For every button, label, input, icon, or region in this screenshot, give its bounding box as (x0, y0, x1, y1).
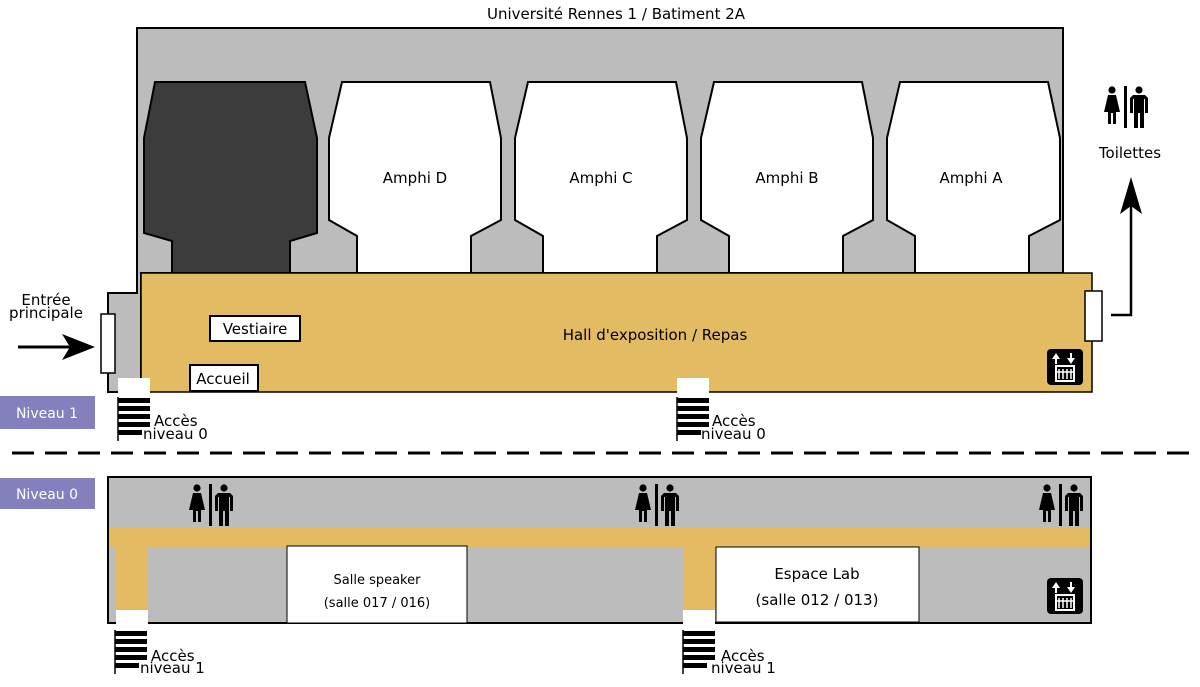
toilets-label: Toilettes (1098, 144, 1161, 162)
stairs-label-line2: niveau 1 (711, 659, 776, 677)
amphi-d-label: Amphi D (383, 169, 447, 187)
reception[interactable] (189, 364, 259, 392)
building-level0 (107, 476, 1092, 624)
speaker-room-number: (salle 017 / 016) (324, 596, 431, 611)
toilets-icon (189, 484, 233, 526)
stairs-label-line1: Accès (154, 412, 198, 430)
level0-badge-label: Niveau 0 (16, 487, 78, 503)
elevator-icon[interactable] (1046, 577, 1084, 615)
stair-opening (683, 610, 715, 624)
entrance-label-line2: principale (9, 304, 83, 322)
entrance-label-line1: Entrée (21, 291, 70, 309)
level0-badge (0, 478, 95, 509)
stairs-label-line2: niveau 1 (140, 659, 205, 677)
level1-badge-label: Niveau 1 (16, 406, 78, 422)
cloakroom[interactable] (209, 315, 301, 342)
stairs-label-line2: niveau 0 (701, 425, 766, 443)
arrow-right-icon (18, 334, 95, 360)
toilets-icon (1104, 86, 1148, 128)
map-title: Université Rennes 1 / Batiment 2A (487, 5, 746, 23)
lab-space-label: Espace Lab (774, 565, 859, 583)
stairs-label-line1: Accès (151, 647, 195, 665)
corridor-level0 (109, 527, 1090, 547)
lab-space[interactable] (715, 546, 920, 623)
toilets-icon (1039, 484, 1083, 526)
stair-opening (677, 378, 709, 393)
toilets-icon (635, 484, 679, 526)
lab-space-number: (salle 012 / 013) (756, 591, 879, 609)
stair-opening (116, 610, 148, 624)
amphi-c-label: Amphi C (569, 169, 632, 187)
cloakroom-label: Vestiaire (223, 320, 288, 338)
reception-label: Accueil (196, 370, 250, 388)
speaker-room[interactable] (286, 545, 468, 624)
stairs-label-line1: Accès (721, 647, 765, 665)
hall-label: Hall d'exposition / Repas (563, 326, 748, 344)
main-entrance-door[interactable] (100, 313, 116, 374)
stair-opening (118, 378, 150, 393)
amphi-b-label: Amphi B (755, 169, 818, 187)
elevator-icon[interactable] (1046, 348, 1084, 386)
speaker-room-label: Salle speaker (334, 573, 422, 588)
arrow-up-icon (1111, 177, 1142, 317)
side-door[interactable] (1084, 290, 1103, 342)
stairs-label-line1: Accès (712, 412, 756, 430)
level1-badge (0, 396, 95, 429)
stairs-label-line2: niveau 0 (143, 425, 208, 443)
amphi-a-label: Amphi A (939, 169, 1003, 187)
